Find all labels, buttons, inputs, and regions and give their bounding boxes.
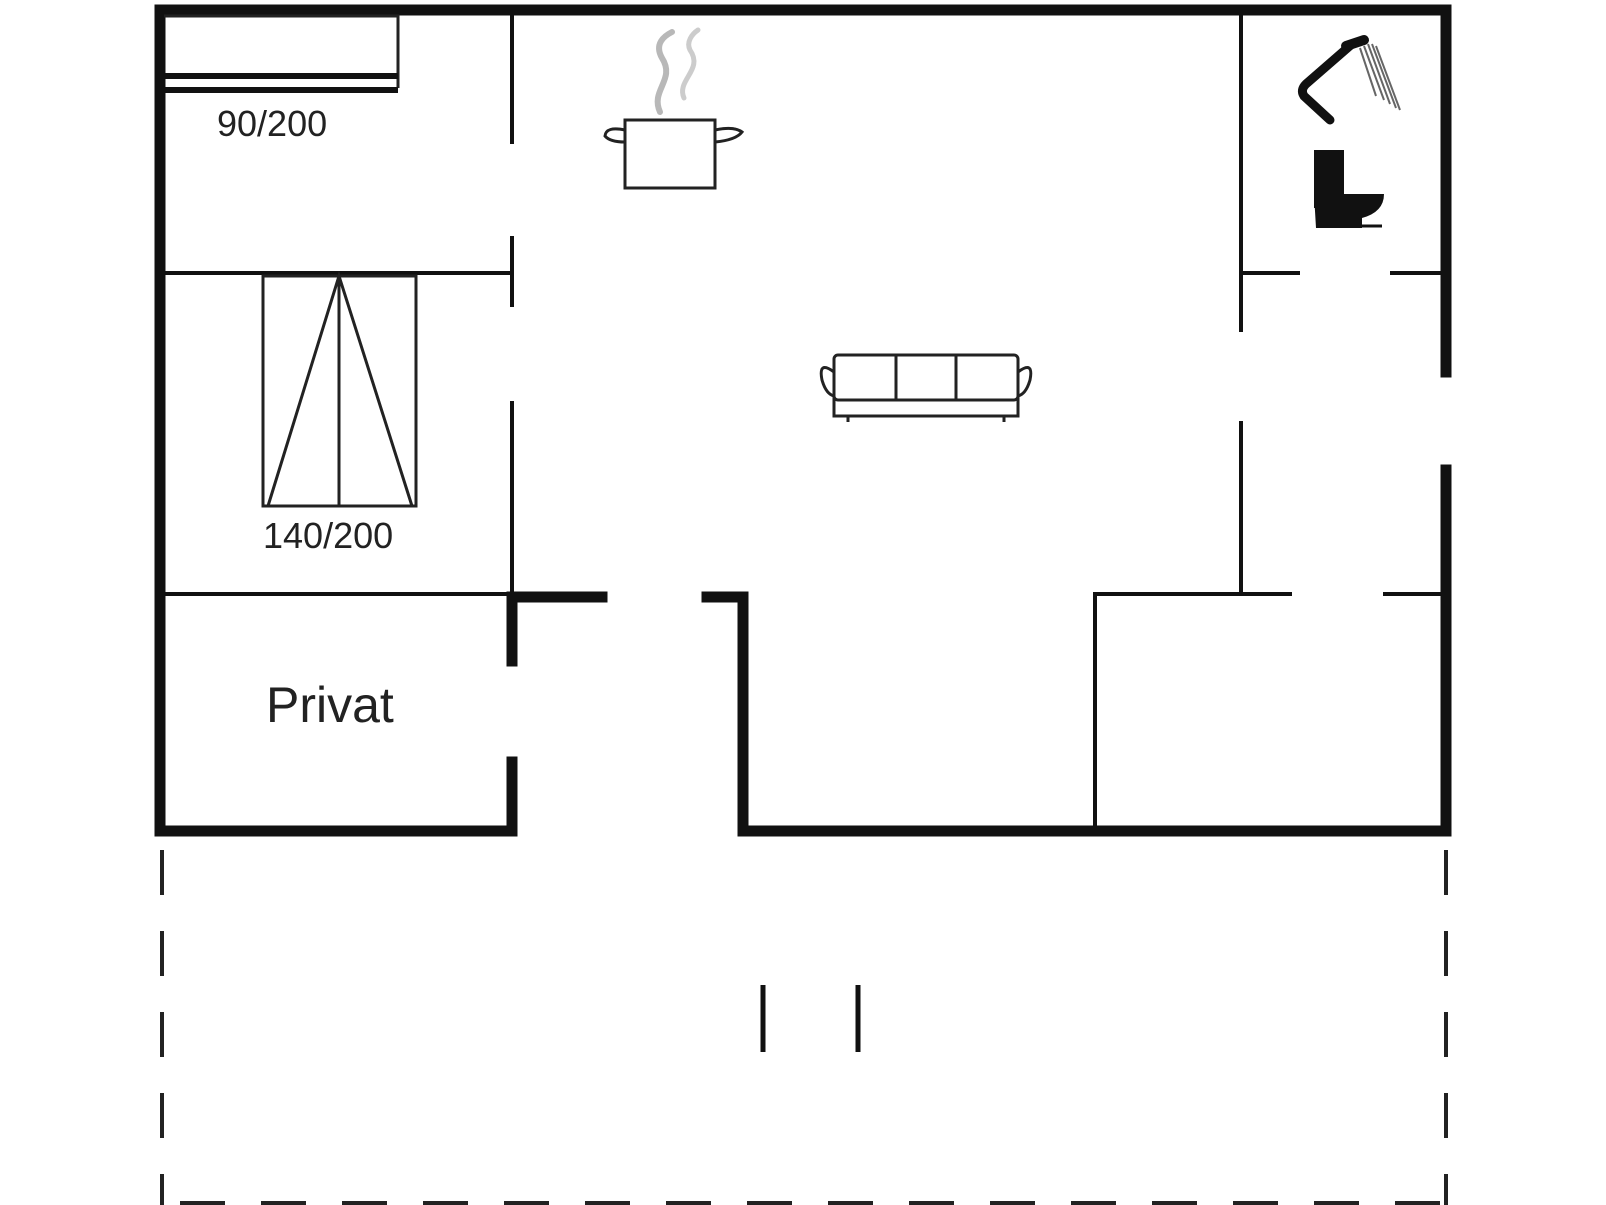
terrace-outline xyxy=(160,850,1448,1205)
bed-single-label: 90/200 xyxy=(217,103,327,144)
double-bed xyxy=(261,270,418,508)
shower-icon xyxy=(1297,35,1401,125)
exterior-walls xyxy=(154,4,1452,837)
bed-double-label: 140/200 xyxy=(263,515,393,556)
stove-pot-icon xyxy=(603,27,745,190)
toilet-icon xyxy=(1314,150,1384,228)
interior-walls xyxy=(162,12,1444,828)
room-private-label: Privat xyxy=(266,677,394,733)
sofa-icon xyxy=(819,353,1033,422)
single-bed xyxy=(164,14,400,93)
